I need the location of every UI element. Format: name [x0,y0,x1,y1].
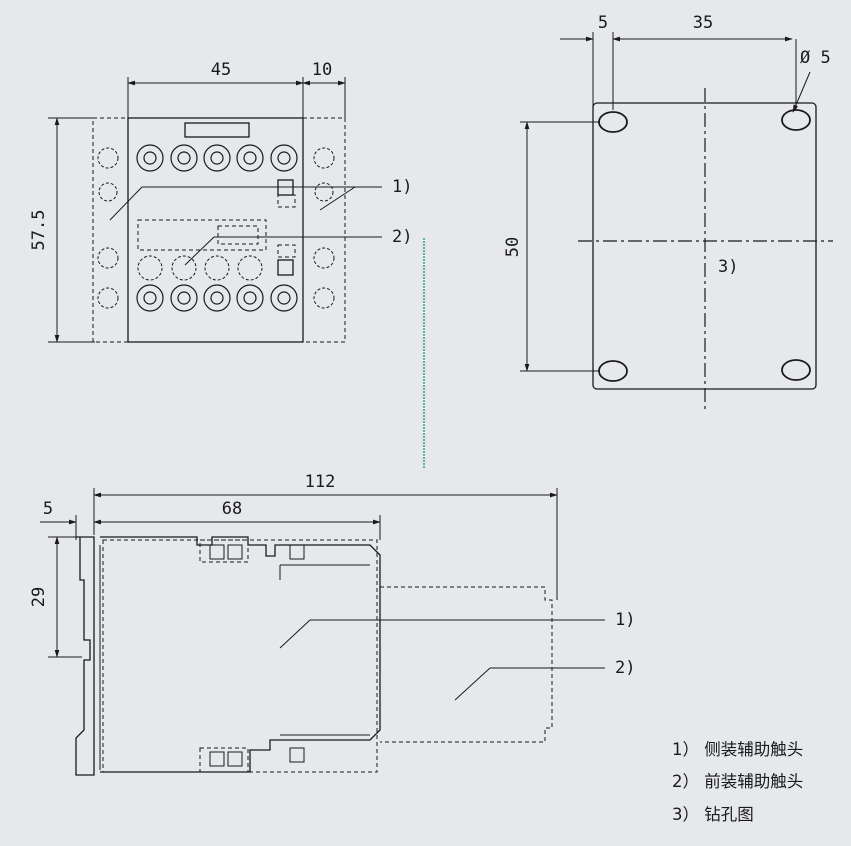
drill-pattern-view: 5 35 Ø 5 50 3) [503,13,833,410]
drill-callout-3: 3) [718,257,738,277]
dim-front-height: 57.5 [29,210,49,251]
dim-side-offset: 5 [43,499,53,519]
legend-item-drill-pattern: 3） 钻孔图 [672,805,754,824]
side-callout-1: 1) [615,610,635,630]
dim-drill-offset: 5 [598,13,608,33]
legend-item-side-aux: 1） 侧装辅助触头 [672,740,804,759]
dim-side-body: 68 [222,499,242,519]
dim-side-total: 112 [305,472,336,492]
dim-front-side: 10 [312,60,332,80]
front-view: 45 10 57.5 [29,60,412,343]
dim-front-width: 45 [211,60,231,80]
side-callout-2: 2) [615,658,635,678]
front-callout-1: 1) [392,177,412,197]
dim-drill-spacing-x: 35 [693,13,713,33]
dim-drill-hole: Ø 5 [800,48,831,68]
front-callout-2: 2) [392,227,412,247]
dim-drill-spacing-y: 50 [503,237,523,257]
side-view: 112 68 5 29 [29,472,635,776]
legend-item-front-aux: 2） 前装辅助触头 [672,772,804,791]
dim-side-height: 29 [29,587,49,607]
